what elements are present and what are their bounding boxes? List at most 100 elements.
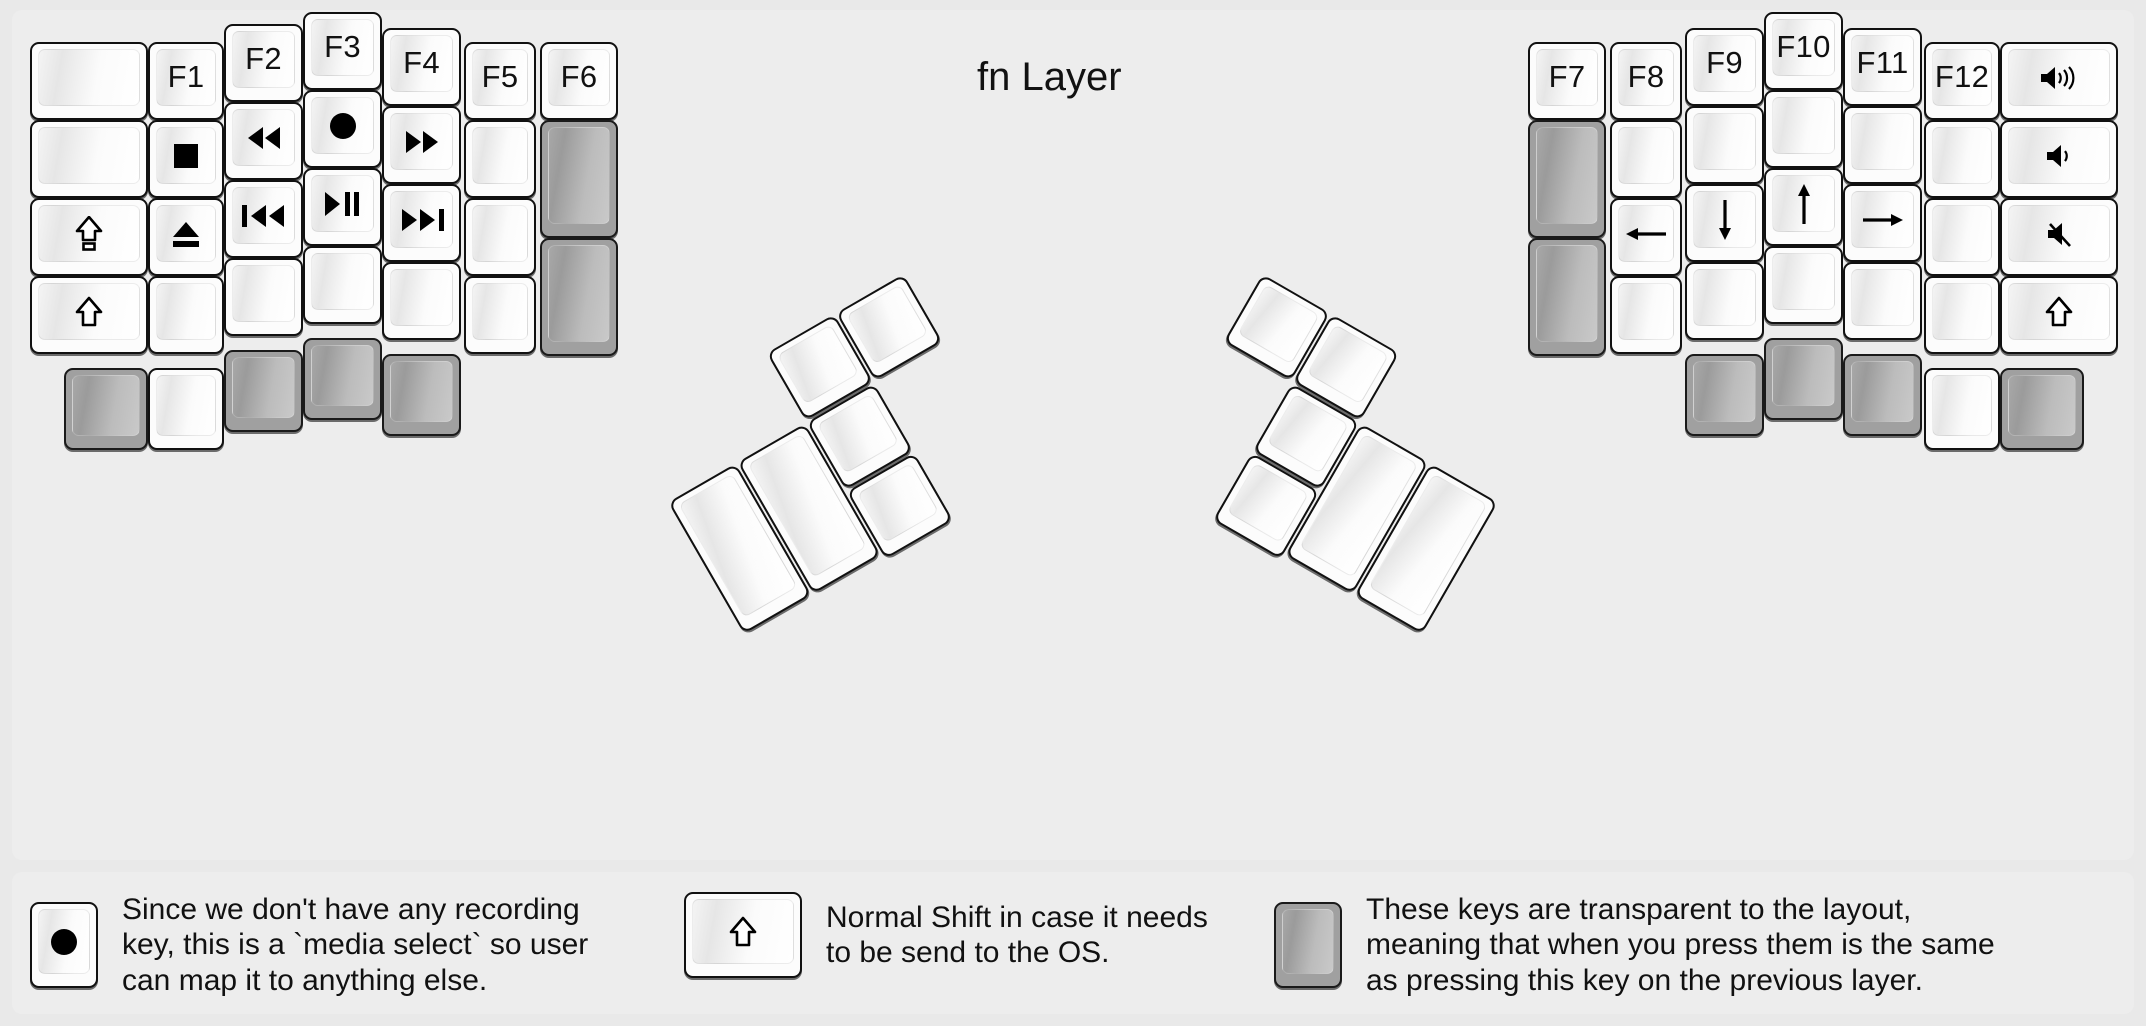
col-ring-key-3[interactable] [1843, 184, 1922, 262]
shift-caps-icon [75, 215, 103, 252]
volume-down-icon [2045, 142, 2073, 170]
col-index-inner-key-2[interactable] [464, 120, 536, 198]
col-index-key-3[interactable] [1685, 184, 1764, 262]
col-pinky-key-1[interactable]: F12 [1924, 42, 2000, 120]
col-middle-key-2[interactable] [303, 90, 382, 168]
col-inner-key-3[interactable] [1528, 238, 1606, 356]
page-title: fn Layer [977, 55, 1122, 99]
keycap-face [232, 265, 295, 322]
thumb-row-pinky-outer[interactable] [2000, 368, 2084, 450]
keycap-face [156, 127, 216, 184]
col-index-key-1[interactable]: F4 [382, 28, 461, 106]
col-pinky-key-2[interactable] [1924, 120, 2000, 198]
col-index-key-3[interactable] [382, 184, 461, 262]
next-track-icon [400, 208, 444, 232]
keycap-face [38, 205, 140, 262]
keycap-face [1693, 113, 1756, 170]
col-index-inner-key-4[interactable] [464, 276, 536, 354]
col-pinky-outer-key-1[interactable] [2000, 42, 2118, 120]
col-inner-key-1[interactable]: F7 [1528, 42, 1606, 120]
keycap-face [311, 175, 374, 232]
col-middle-key-3[interactable] [1764, 168, 1843, 246]
col-ring-key-3[interactable] [224, 180, 303, 258]
key-label: F5 [481, 59, 519, 94]
thumb-row-ring[interactable] [224, 350, 303, 432]
keycap-face [1932, 205, 1992, 262]
col-pinky-outer-key-2[interactable] [2000, 120, 2118, 198]
keycap-face [1851, 113, 1914, 170]
thumb-row-ring[interactable] [1843, 354, 1922, 436]
col-ring-key-1[interactable]: F2 [224, 24, 303, 102]
col-index-key-4[interactable] [1685, 262, 1764, 340]
col-index-inner-key-3[interactable] [464, 198, 536, 276]
col-index-key-2[interactable] [382, 106, 461, 184]
col-pinky-outer-key-3[interactable] [2000, 198, 2118, 276]
legend-sample-key-1[interactable] [30, 902, 98, 989]
col-pinky-key-1[interactable]: F1 [148, 42, 224, 120]
col-ring-key-1[interactable]: F11 [1843, 28, 1922, 106]
volume-mute-icon [2044, 220, 2074, 248]
thumb-row-index[interactable] [382, 354, 461, 436]
keycap-face [846, 284, 929, 365]
thumb-row-middle[interactable] [1764, 338, 1843, 420]
shift-arrow-icon [75, 296, 103, 328]
thumb-row-pinky[interactable] [148, 368, 224, 450]
col-index-inner-key-1[interactable]: F5 [464, 42, 536, 120]
col-pinky-outer-key-4[interactable] [2000, 276, 2118, 354]
key-label: F12 [1934, 59, 1990, 94]
col-inner-key-2[interactable] [540, 120, 618, 238]
col-pinky-outer-key-4[interactable] [30, 276, 148, 354]
col-ring-key-4[interactable] [1843, 262, 1922, 340]
col-index-inner-key-2[interactable] [1610, 120, 1682, 198]
col-middle-key-1[interactable]: F3 [303, 12, 382, 90]
col-index-key-4[interactable] [382, 262, 461, 340]
col-pinky-outer-key-2[interactable] [30, 120, 148, 198]
col-pinky-outer-key-1[interactable] [30, 42, 148, 120]
thumb-row-middle[interactable] [303, 338, 382, 420]
col-ring-key-2[interactable] [224, 102, 303, 180]
legend-sample-key-3[interactable] [1274, 902, 1342, 989]
legend-sample-key-2[interactable] [684, 892, 802, 978]
col-inner-key-3[interactable] [540, 238, 618, 356]
thumb-row-pinky-outer[interactable] [64, 368, 148, 450]
keycap-face [38, 127, 140, 184]
keycap-face [390, 113, 453, 170]
col-middle-key-1[interactable]: F10 [1764, 12, 1843, 90]
thumb-row-index[interactable] [1685, 354, 1764, 436]
keycap-face: F8 [1618, 49, 1674, 106]
key-label: F11 [1856, 45, 1909, 80]
col-ring-key-4[interactable] [224, 258, 303, 336]
col-index-key-1[interactable]: F9 [1685, 28, 1764, 106]
keycap-face [1772, 97, 1835, 154]
col-pinky-key-4[interactable] [1924, 276, 2000, 354]
col-middle-key-2[interactable] [1764, 90, 1843, 168]
col-middle-key-4[interactable] [1764, 246, 1843, 324]
col-index-inner-key-3[interactable] [1610, 198, 1682, 276]
col-pinky-key-3[interactable] [1924, 198, 2000, 276]
keycap-face [2008, 49, 2110, 106]
key-label: F3 [324, 29, 361, 64]
col-ring-key-2[interactable] [1843, 106, 1922, 184]
shift-arrow-icon [2045, 296, 2073, 328]
col-inner-key-2[interactable] [1528, 120, 1606, 238]
col-pinky-outer-key-3[interactable] [30, 198, 148, 276]
keycap-face [1851, 269, 1914, 326]
eject-icon [171, 220, 201, 248]
col-middle-key-4[interactable] [303, 246, 382, 324]
thumb-row-pinky[interactable] [1924, 368, 2000, 450]
col-index-key-2[interactable] [1685, 106, 1764, 184]
record-dot-icon [49, 927, 79, 957]
col-index-inner-key-1[interactable]: F8 [1610, 42, 1682, 120]
keycap-face [390, 269, 453, 326]
col-index-inner-key-4[interactable] [1610, 276, 1682, 354]
record-dot-icon [328, 111, 358, 141]
keycap-face [232, 187, 295, 244]
keycap-face: F4 [390, 35, 453, 92]
col-inner-key-1[interactable]: F6 [540, 42, 618, 120]
col-pinky-key-2[interactable] [148, 120, 224, 198]
col-pinky-key-4[interactable] [148, 276, 224, 354]
col-middle-key-3[interactable] [303, 168, 382, 246]
keycap-face [390, 191, 453, 248]
col-pinky-key-3[interactable] [148, 198, 224, 276]
